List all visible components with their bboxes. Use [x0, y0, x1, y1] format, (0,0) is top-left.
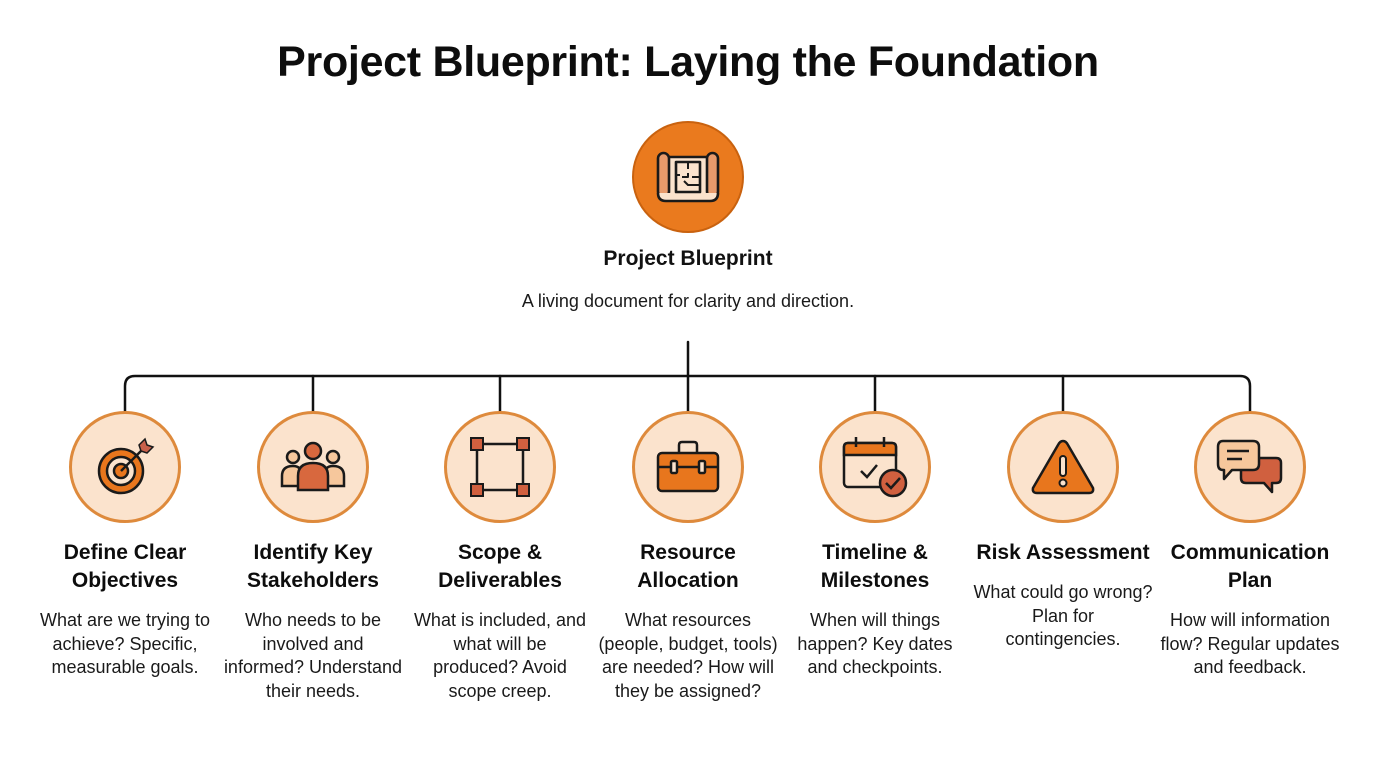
node-title: Timeline & Milestones — [820, 541, 930, 592]
node-scope-deliverables: Scope & Deliverables What is included, a… — [405, 411, 595, 703]
node-title: Define Clear Objectives — [63, 541, 187, 592]
target-icon — [97, 437, 155, 495]
node-title: Identify Key Stakeholders — [247, 541, 379, 592]
node-circle — [819, 411, 931, 523]
root-node-title: Project Blueprint — [603, 247, 773, 270]
calendar-check-icon — [842, 437, 908, 498]
node-title: Scope & Deliverables — [438, 541, 562, 592]
page-title: Project Blueprint: Laying the Foundation — [277, 38, 1099, 86]
toolbox-icon — [656, 440, 720, 493]
node-description: What could go wrong? Plan for contingenc… — [973, 582, 1153, 649]
node-title: Communication Plan — [1170, 541, 1330, 592]
node-circle — [444, 411, 556, 523]
node-identify-stakeholders: Identify Key Stakeholders Who needs to b… — [218, 411, 408, 703]
scope-frame-icon — [470, 437, 530, 497]
root-node-circle — [632, 121, 744, 233]
node-circle — [632, 411, 744, 523]
node-title: Risk Assessment — [976, 541, 1150, 564]
node-define-objectives: Define Clear Objectives What are we tryi… — [30, 411, 220, 680]
node-description: How will information flow? Regular updat… — [1160, 610, 1340, 677]
node-circle — [69, 411, 181, 523]
people-icon — [280, 441, 346, 492]
node-title: Resource Allocation — [637, 541, 739, 592]
node-resource-allocation: Resource Allocation What resources (peop… — [593, 411, 783, 703]
node-timeline-milestones: Timeline & Milestones When will things h… — [780, 411, 970, 680]
node-description: What is included, and what will be produ… — [413, 610, 587, 701]
chat-bubbles-icon — [1216, 439, 1283, 494]
node-circle — [1007, 411, 1119, 523]
blueprint-icon — [656, 151, 720, 203]
root-node-description: A living document for clarity and direct… — [521, 291, 855, 311]
node-description: What resources (people, budget, tools) a… — [598, 610, 778, 701]
warning-icon — [1031, 439, 1095, 495]
node-circle — [257, 411, 369, 523]
node-circle — [1194, 411, 1306, 523]
node-description: Who needs to be involved and informed? U… — [223, 610, 403, 701]
node-description: When will things happen? Key dates and c… — [797, 610, 953, 677]
node-communication-plan: Communication Plan How will information … — [1155, 411, 1345, 680]
node-description: What are we trying to achieve? Specific,… — [39, 610, 211, 677]
node-risk-assessment: Risk Assessment What could go wrong? Pla… — [968, 411, 1158, 652]
